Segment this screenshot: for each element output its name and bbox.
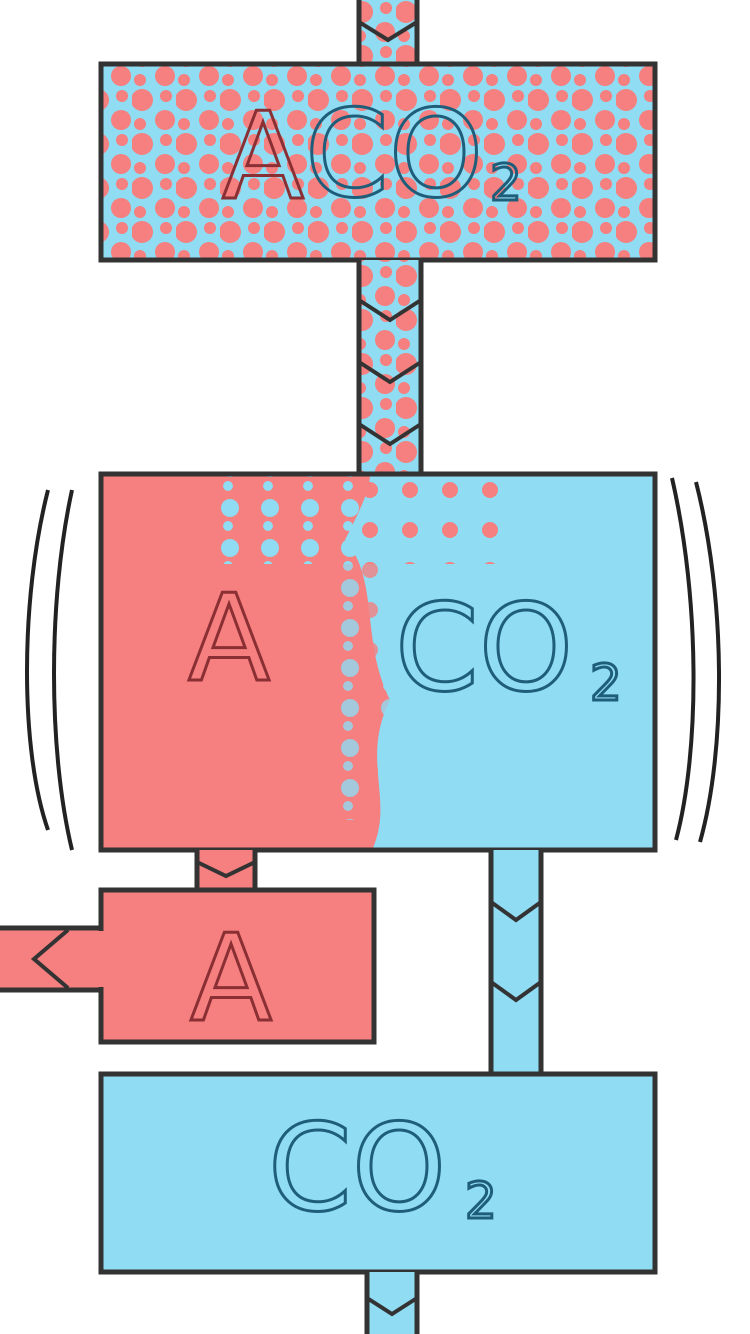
vibration-marks-left bbox=[25, 489, 74, 851]
chevron-down-icon bbox=[357, 360, 423, 385]
chevron-down-icon bbox=[357, 20, 419, 43]
mixture-label-a: A bbox=[222, 88, 304, 227]
vibration-marks-right bbox=[670, 477, 721, 843]
chevron-down-icon bbox=[365, 1296, 419, 1317]
mixture-label-subscript: 2 bbox=[490, 154, 522, 212]
pipe-to-a-output bbox=[194, 850, 258, 890]
inlet-pipe bbox=[356, 0, 420, 64]
chevron-down-icon bbox=[357, 422, 423, 447]
output-a-box: A bbox=[0, 887, 377, 1051]
separator-box: A CO 2 bbox=[98, 471, 658, 853]
separator-label-subscript: 2 bbox=[590, 654, 622, 712]
separator-label-a: A bbox=[188, 570, 270, 709]
output-a-label: A bbox=[190, 910, 272, 1049]
chevron-down-icon bbox=[196, 860, 256, 879]
connecting-pipe bbox=[356, 260, 424, 474]
separator-label-co: CO bbox=[395, 580, 573, 719]
mixture-label-co: CO bbox=[305, 86, 483, 225]
outlet-pipe bbox=[364, 1272, 420, 1334]
chevron-down-icon bbox=[489, 980, 543, 1003]
chevron-down-icon bbox=[357, 298, 423, 323]
output-co2-label-co: CO bbox=[268, 1100, 446, 1239]
chevron-down-icon bbox=[489, 900, 543, 923]
mixture-box: A CO 2 bbox=[98, 61, 658, 263]
output-co2-label-subscript: 2 bbox=[465, 1172, 497, 1230]
output-co2-box: CO 2 bbox=[98, 1071, 658, 1275]
chevron-left-icon bbox=[30, 928, 70, 990]
pipe-to-co2-output bbox=[488, 850, 544, 1074]
